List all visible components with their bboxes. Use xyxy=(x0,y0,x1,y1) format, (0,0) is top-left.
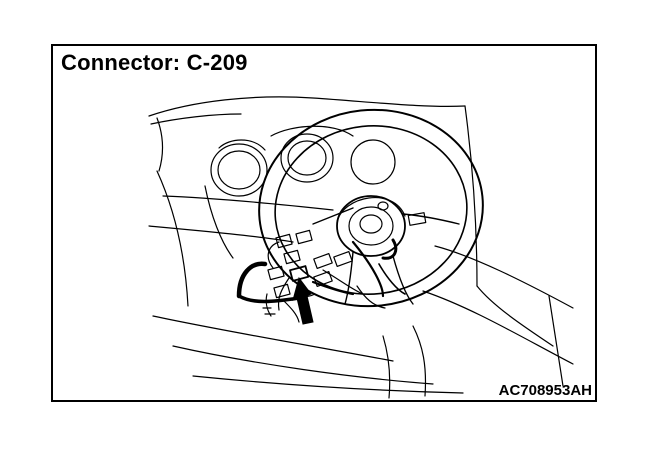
steering-wheel-rim xyxy=(258,108,484,308)
connector-c-209 xyxy=(289,265,310,282)
gauge-center xyxy=(280,133,334,183)
figure-frame: Connector: C-209 xyxy=(51,44,597,402)
pointer-arrow xyxy=(292,276,314,325)
figure-code: AC708953AH xyxy=(498,382,592,399)
gauge-right xyxy=(350,139,396,185)
gauge-left xyxy=(210,143,268,197)
wire-harness-loop xyxy=(236,261,268,299)
steering-column-illustration xyxy=(148,96,574,399)
spoke-connector xyxy=(407,212,427,226)
clock-spring-hub xyxy=(336,195,406,257)
figure-title: Connector: C-209 xyxy=(61,50,248,75)
dashboard-outline xyxy=(148,96,466,117)
